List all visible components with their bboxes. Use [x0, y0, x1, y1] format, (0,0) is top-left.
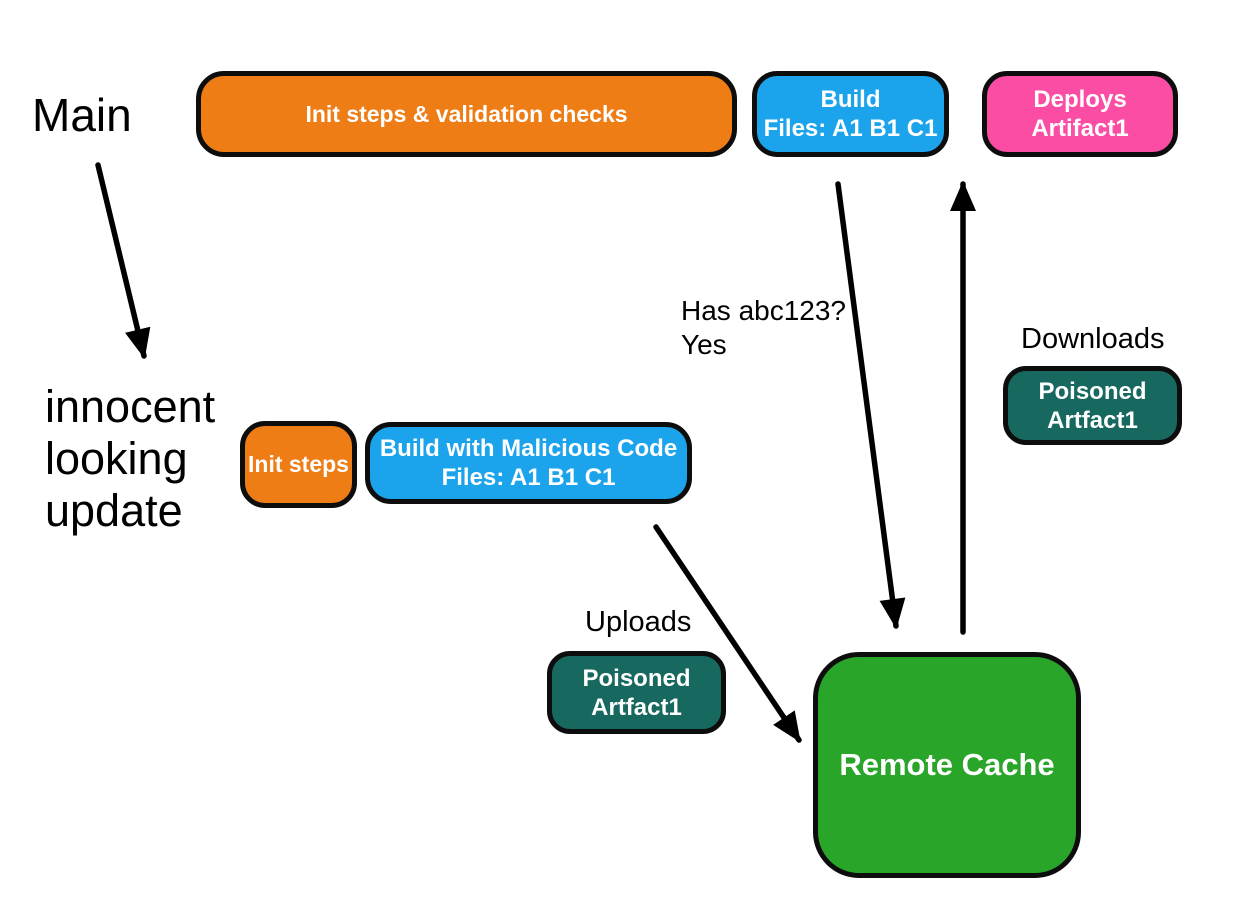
node-label: Init steps [248, 451, 349, 477]
node-subtitle: Files: A1 B1 C1 [441, 464, 616, 491]
branch-label-main: Main [32, 89, 132, 141]
branch-label-line: looking [45, 433, 188, 484]
branch-label-innocent-update: innocent looking update [45, 381, 215, 537]
node-subtitle: Artfact1 [591, 693, 682, 721]
annotation-uploads: Uploads [585, 606, 692, 638]
annotation-line: Yes [681, 329, 727, 360]
node-title: Build [820, 86, 881, 113]
node-label: Init steps & validation checks [305, 100, 628, 127]
arrow-main-to-update [95, 162, 151, 359]
node-init-steps-validation-checks: Init steps & validation checks [196, 71, 737, 157]
node-title: Deploys [1033, 86, 1127, 113]
node-title: Poisoned [582, 664, 691, 692]
node-poisoned-artifact-download: Poisoned Artfact1 [1003, 366, 1182, 445]
node-init-steps: Init steps [240, 421, 357, 508]
node-subtitle: Artifact1 [1031, 115, 1129, 142]
node-subtitle: Artfact1 [1047, 406, 1138, 434]
annotation-downloads: Downloads [1021, 323, 1165, 355]
branch-label-line: update [45, 485, 183, 536]
node-title: Poisoned [1038, 377, 1147, 405]
node-title: Build with Malicious Code [379, 435, 678, 462]
node-build-with-malicious-code: Build with Malicious Code Files: A1 B1 C… [365, 422, 692, 504]
node-build-main: Build Files: A1 B1 C1 [752, 71, 949, 157]
node-remote-cache: Remote Cache [813, 652, 1081, 878]
node-label: Remote Cache [839, 747, 1055, 782]
annotation-has-abc123: Has abc123? Yes [681, 294, 846, 362]
arrow-build-to-remote-cache [835, 181, 906, 629]
node-subtitle: Files: A1 B1 C1 [763, 115, 938, 142]
branch-label-line: innocent [45, 381, 216, 432]
node-deploys-artifact1: Deploys Artifact1 [982, 71, 1178, 157]
node-poisoned-artifact-upload: Poisoned Artfact1 [547, 651, 726, 734]
annotation-line: Has abc123? [681, 295, 847, 326]
